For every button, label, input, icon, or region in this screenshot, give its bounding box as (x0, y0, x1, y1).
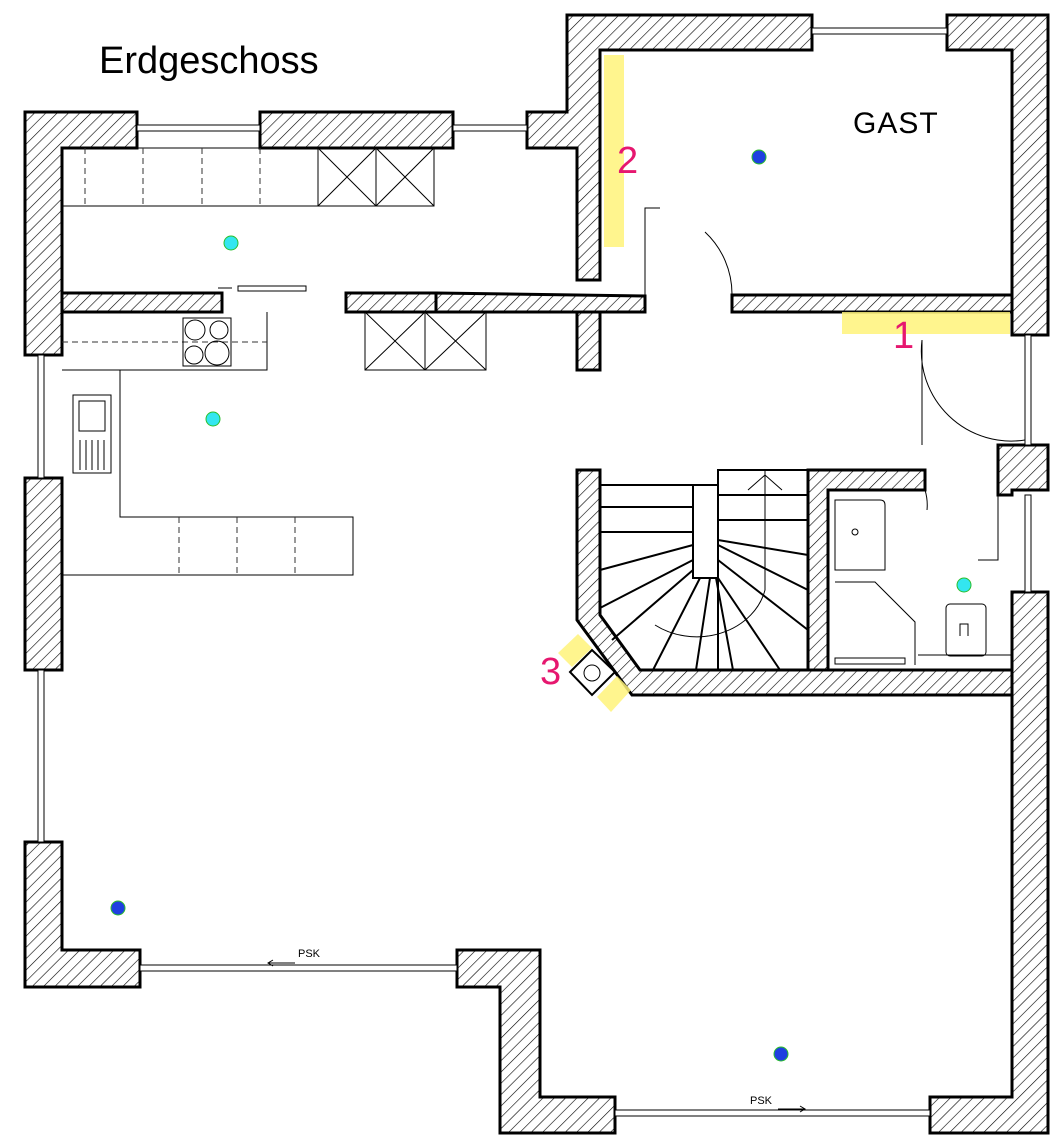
sensor-cyan (956, 577, 972, 593)
highlight-2 (604, 55, 624, 247)
bathroom-fixtures (834, 489, 1012, 665)
marker-3: 3 (540, 651, 561, 693)
highlight-1 (842, 312, 1010, 334)
sensor-blue (110, 900, 126, 916)
staircase (599, 469, 809, 671)
interior-walls (60, 291, 1014, 697)
marker-2: 2 (617, 140, 638, 182)
sensor-blue (773, 1046, 789, 1062)
cooktop (182, 317, 232, 367)
highlight-3a (558, 634, 592, 667)
floor-title: Erdgeschoss (99, 40, 319, 82)
kitchen-furniture (61, 147, 487, 576)
room-label-guest: GAST (853, 107, 939, 140)
doors (644, 207, 1026, 561)
psk-label-bottom: PSK (750, 1095, 773, 1107)
sensor-blue (751, 149, 767, 165)
chimney (568, 648, 617, 697)
psk-label-left: PSK (298, 948, 321, 960)
highlight-3b (597, 676, 631, 712)
sensor-dots (110, 149, 972, 1062)
sensor-cyan (205, 411, 221, 427)
sink (72, 394, 112, 474)
marker-1: 1 (893, 315, 914, 357)
sensor-cyan (223, 235, 239, 251)
windows (37, 27, 1032, 1117)
